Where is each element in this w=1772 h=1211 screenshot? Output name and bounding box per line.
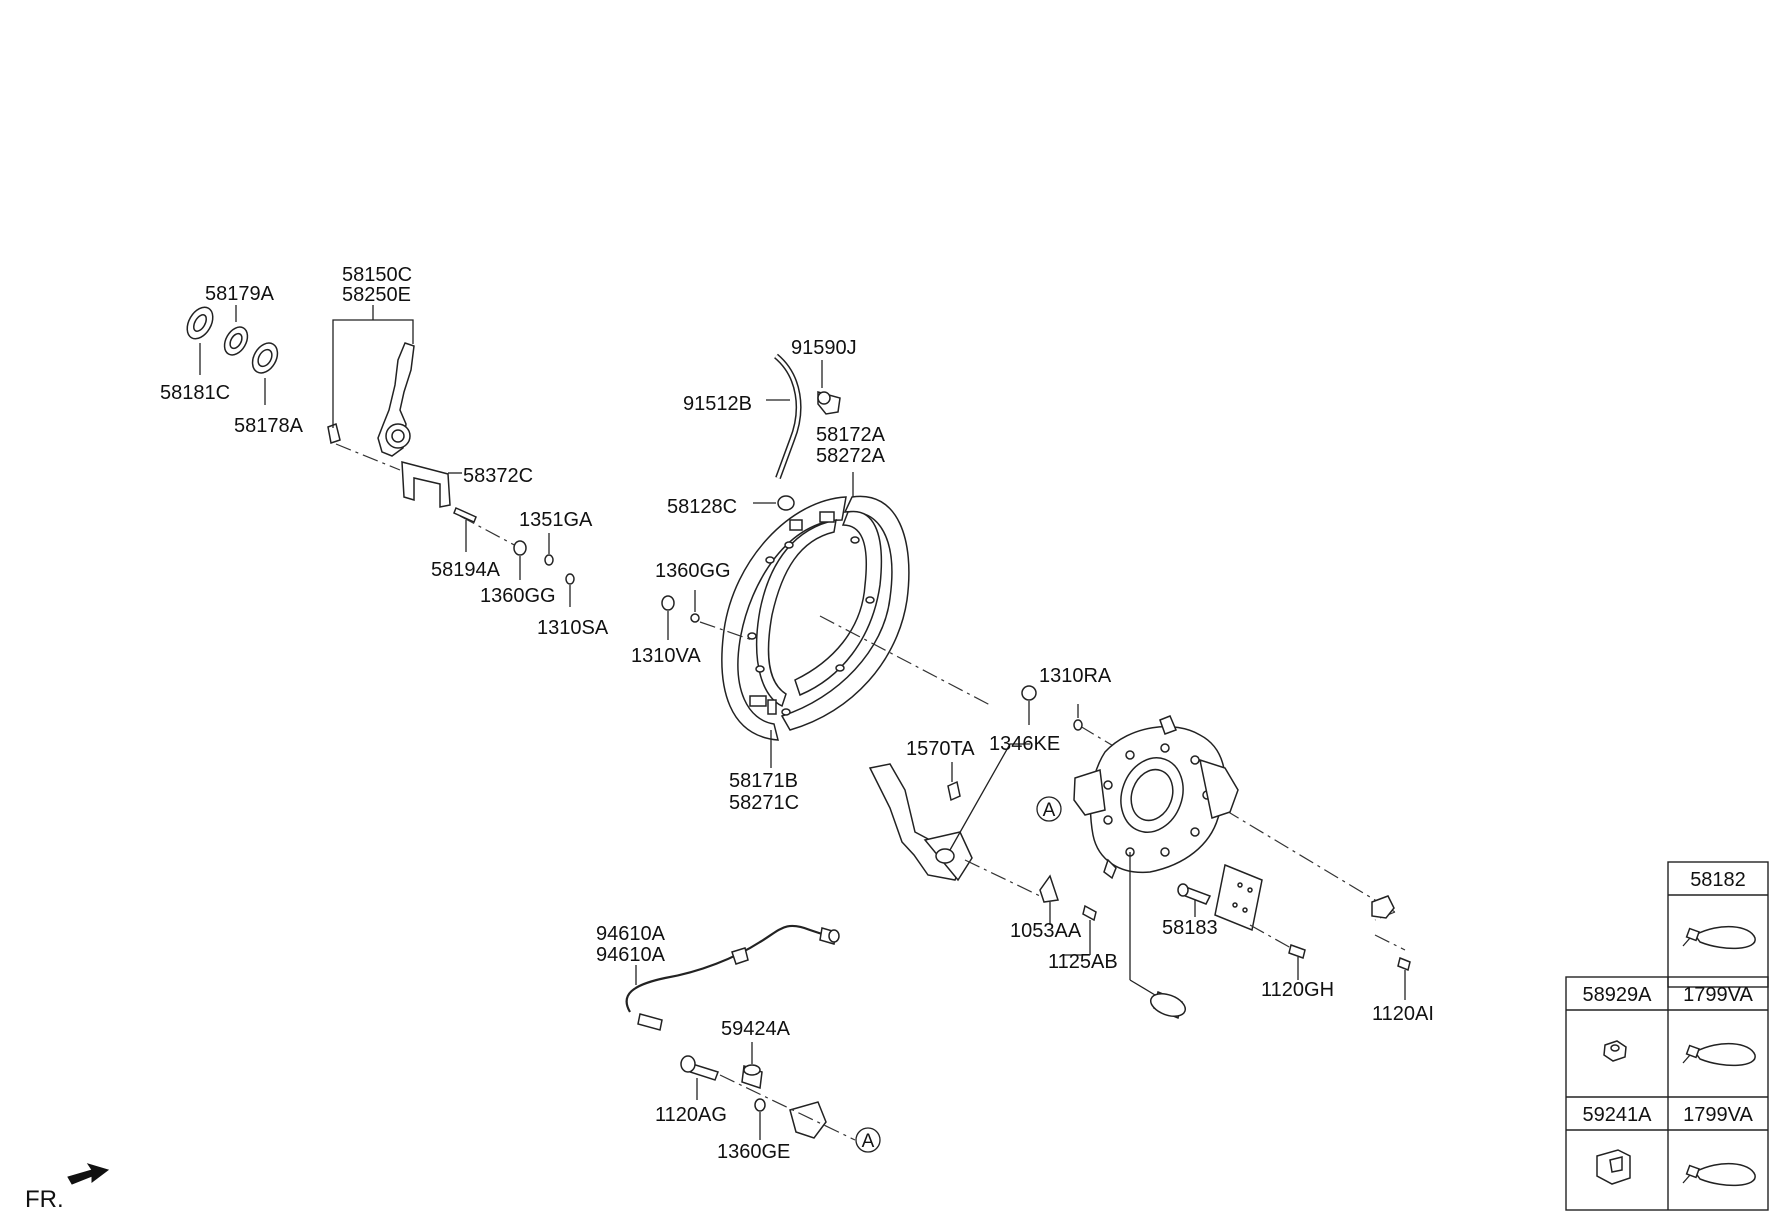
label-58171b: 58171B [729, 770, 798, 792]
label-1120ai: 1120AI [1372, 1003, 1434, 1025]
legend-cell-59241a: 59241A [1583, 1104, 1653, 1126]
cable-tie-icon [1682, 925, 1756, 950]
nut-1346ke[interactable] [1021, 685, 1037, 701]
bolt-1120gh[interactable] [1288, 944, 1306, 959]
bolt-1120ai[interactable] [1397, 956, 1411, 972]
cable-tie-icon [1682, 1042, 1756, 1067]
label-58271c: 58271C [729, 792, 799, 814]
nut-1310sa[interactable] [565, 573, 575, 585]
abs-sensor[interactable] [789, 1101, 827, 1139]
bracket-icon [1596, 1149, 1631, 1185]
part-labels: 58150C 58250E 58179A 58181C 58178A 58372… [160, 264, 1434, 1163]
legend-cell-1799va-bottom: 1799VA [1683, 1104, 1753, 1126]
hose-91512b[interactable] [773, 353, 802, 480]
washer-1360ge[interactable] [754, 1098, 766, 1112]
ref-marker-a-upper [1036, 796, 1062, 822]
ref-marker-a-lower [855, 1127, 881, 1153]
label-58172a: 58172A [816, 424, 886, 446]
clip-1053aa[interactable] [1039, 874, 1059, 903]
washer-1310ra[interactable] [1073, 719, 1083, 731]
pin-58194a[interactable] [453, 506, 477, 524]
abs-sensor-group [625, 924, 856, 1141]
hose-group [753, 353, 841, 511]
plate[interactable] [1214, 863, 1263, 932]
legend-table: 58182 58929A 1799VA 59241A 1799VA [1565, 861, 1769, 1211]
bracket-58372c[interactable] [401, 461, 451, 508]
front-direction-indicator: FR. [25, 1163, 110, 1211]
label-1125ab: 1125AB [1048, 951, 1118, 973]
ref-marker-a-upper-text: A [1043, 800, 1056, 821]
plug-58128c[interactable] [777, 495, 795, 511]
mount-bracket[interactable] [1371, 895, 1395, 919]
label-58372c: 58372C [463, 465, 533, 487]
washer-1360gg[interactable] [690, 613, 700, 623]
legend-cell-58929a: 58929A [1583, 984, 1653, 1006]
slack-adjuster-group [186, 305, 575, 607]
label-1310sa: 1310SA [537, 617, 609, 639]
legend-cell-58182: 58182 [1690, 869, 1746, 891]
nut-icon [1603, 1040, 1627, 1062]
legend-cell-1799va-top: 1799VA [1683, 984, 1753, 1006]
front-label: FR. [25, 1186, 64, 1211]
brake-shoe-58171b[interactable] [721, 496, 847, 741]
label-91590j: 91590J [791, 337, 857, 359]
label-58150c: 58150C [342, 264, 412, 286]
label-1570ta: 1570TA [906, 738, 975, 760]
label-1120gh: 1120GH [1261, 979, 1334, 1001]
label-1120ag: 1120AG [655, 1104, 727, 1126]
label-94610a-1: 94610A [596, 923, 666, 945]
label-91512b: 91512B [683, 393, 752, 415]
nut-1310va[interactable] [661, 595, 675, 611]
label-58181c: 58181C [160, 382, 230, 404]
label-58179a: 58179A [205, 283, 275, 305]
label-1310va: 1310VA [631, 645, 701, 667]
label-58194a: 58194A [431, 559, 501, 581]
hub-flange-group [1073, 715, 1239, 996]
label-1360gg-left: 1360GG [480, 585, 556, 607]
label-59424a: 59424A [721, 1018, 791, 1040]
brake-shoe-58172a[interactable] [780, 495, 910, 731]
bolt-1125ab[interactable] [1082, 904, 1097, 922]
label-1360gg-right: 1360GG [655, 560, 731, 582]
label-58272a: 58272A [816, 445, 886, 467]
label-58178a: 58178A [234, 415, 304, 437]
cable-tie-icon [1682, 1162, 1756, 1187]
label-1360ge: 1360GE [717, 1141, 790, 1163]
sensor-cable-94610a[interactable] [625, 924, 826, 1013]
nut-1360gg[interactable] [513, 540, 527, 556]
dust-cup[interactable] [1148, 989, 1189, 1020]
label-1053aa: 1053AA [1010, 920, 1082, 942]
label-58250e: 58250E [342, 284, 411, 306]
brake-chamber-bracket[interactable] [868, 743, 1041, 897]
label-1310ra: 1310RA [1039, 665, 1112, 687]
brake-shoe-group [661, 472, 910, 768]
arrow-icon [67, 1163, 110, 1185]
clip-1351ga[interactable] [544, 554, 554, 566]
label-94610a-2: 94610A [596, 944, 666, 966]
label-58183: 58183 [1162, 917, 1218, 939]
label-1351ga: 1351GA [519, 509, 593, 531]
ref-marker-a-lower-text: A [862, 1131, 875, 1152]
label-58128c: 58128C [667, 496, 737, 518]
label-1346ke: 1346KE [989, 733, 1060, 755]
